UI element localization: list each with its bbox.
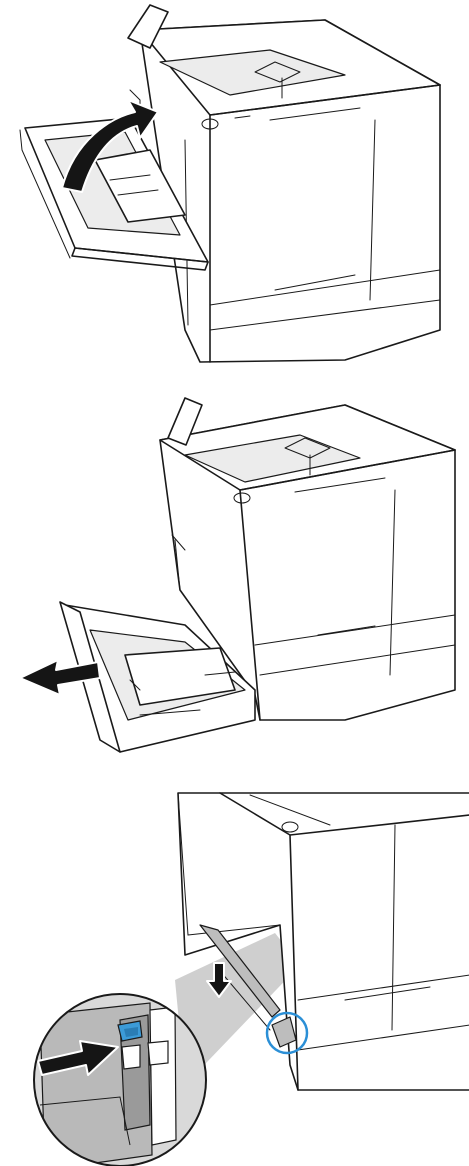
printer-with-pulled-tray-illustration (0, 390, 469, 775)
printer-release-lever-illustration (0, 785, 469, 1166)
printer-with-open-tray-illustration (0, 0, 469, 380)
step-2-panel (0, 390, 469, 775)
step-1-panel (0, 0, 469, 380)
step-3-panel (0, 785, 469, 1166)
